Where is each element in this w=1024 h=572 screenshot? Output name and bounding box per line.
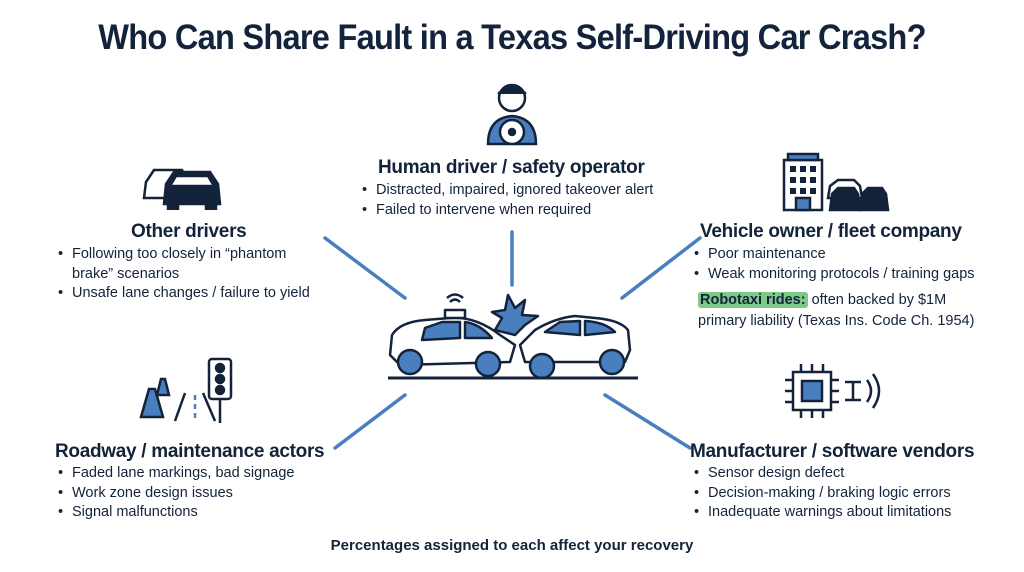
- line-roadway: [333, 393, 407, 450]
- list-item: Work zone design issues: [58, 484, 294, 504]
- chip-sensor-icon: [785, 364, 881, 418]
- list-item: Faded lane markings, bad signage: [58, 464, 294, 484]
- list-item: Inadequate warnings about limitations: [694, 503, 951, 523]
- vehicle-owner-bullets: Poor maintenance Weak monitoring protoco…: [694, 245, 975, 284]
- list-item: Poor maintenance: [694, 245, 975, 265]
- other-drivers-heading: Other drivers: [131, 221, 247, 242]
- list-item: Unsafe lane changes / failure to yield: [58, 284, 328, 304]
- roadway-heading: Roadway / maintenance actors: [55, 441, 325, 462]
- list-item: Distracted, impaired, ignored takeover a…: [362, 181, 653, 201]
- list-item: Weak monitoring protocols / training gap…: [694, 265, 975, 285]
- list-item: Failed to intervene when required: [362, 201, 653, 221]
- human-driver-heading: Human driver / safety operator: [378, 157, 645, 178]
- line-other-drivers: [323, 236, 407, 300]
- robotaxi-highlight: Robotaxi rides:: [698, 292, 808, 308]
- car-crash-icon: [388, 293, 638, 380]
- road-cones-signal-icon: [139, 357, 233, 423]
- line-manufacturer: [603, 393, 692, 450]
- human-driver-bullets: Distracted, impaired, ignored takeover a…: [362, 181, 653, 220]
- other-drivers-bullets: Following too closely in “phantom brake”…: [58, 245, 328, 304]
- manufacturer-heading: Manufacturer / software vendors: [690, 441, 975, 462]
- fleet-building-icon: [782, 152, 890, 212]
- manufacturer-bullets: Sensor design defect Decision-making / b…: [694, 464, 951, 523]
- vehicle-owner-heading: Vehicle owner / fleet company: [700, 221, 962, 242]
- driver-icon: [486, 83, 538, 146]
- line-vehicle-owner: [620, 236, 702, 300]
- roadway-bullets: Faded lane markings, bad signage Work zo…: [58, 464, 294, 523]
- list-item: Signal malfunctions: [58, 503, 294, 523]
- list-item: Decision-making / braking logic errors: [694, 484, 951, 504]
- cars-icon: [142, 168, 222, 210]
- list-item: Sensor design defect: [694, 464, 951, 484]
- robotaxi-note-line-1: often backed by $1M: [807, 292, 947, 308]
- page-title: Who Can Share Fault in a Texas Self-Driv…: [98, 18, 926, 57]
- footer-note: Percentages assigned to each affect your…: [330, 537, 694, 554]
- list-item: Following too closely in “phantom brake”…: [58, 245, 328, 284]
- robotaxi-note: Robotaxi rides: often backed by $1M prim…: [698, 290, 974, 332]
- robotaxi-note-line-2: primary liability (Texas Ins. Code Ch. 1…: [698, 313, 975, 329]
